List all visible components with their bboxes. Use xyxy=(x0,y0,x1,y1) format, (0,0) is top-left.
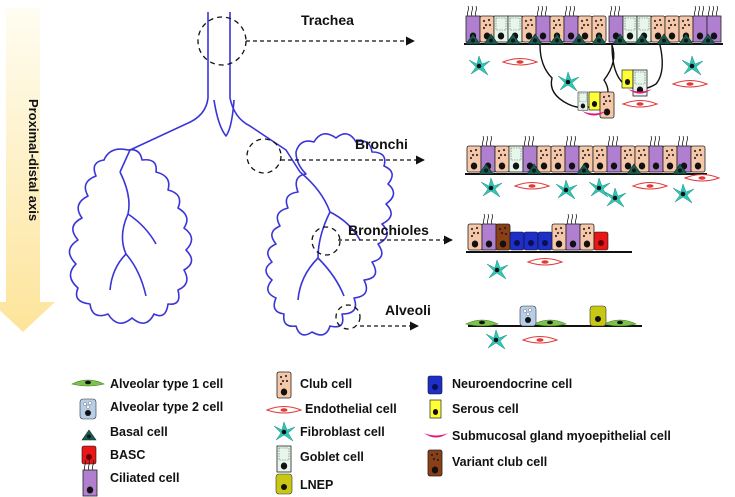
variant-club-cell-icon xyxy=(427,449,443,477)
svg-text:Alveolar type 1 cell: Alveolar type 1 cell xyxy=(110,377,223,391)
svg-text:Goblet cell: Goblet cell xyxy=(300,450,364,464)
axis-label: Proximal-distal axis xyxy=(26,99,41,221)
basal-cell-icon xyxy=(81,429,97,441)
alveoli-zoom-circle xyxy=(335,304,361,330)
goblet-cell-icon xyxy=(276,445,292,473)
legend-item: Club cell xyxy=(276,371,352,399)
legend-item: BASC xyxy=(81,445,145,465)
svg-text:Endothelial cell: Endothelial cell xyxy=(305,402,397,416)
svg-text:Submucosal gland myoepithelial: Submucosal gland myoepithelial cell xyxy=(452,429,671,443)
legend-item: Goblet cell xyxy=(276,445,364,473)
alveoli-label: Alveoli xyxy=(385,302,431,318)
serous-cell-icon xyxy=(429,399,442,419)
svg-text:Club cell: Club cell xyxy=(300,377,352,391)
fibroblast-cell-icon xyxy=(273,421,296,442)
trachea-epithelium xyxy=(464,5,723,119)
zoom-circles xyxy=(197,16,361,330)
svg-text:LNEP: LNEP xyxy=(300,478,333,492)
alveolar-type-2-icon xyxy=(79,398,97,420)
svg-text:Alveolar type 2 cell: Alveolar type 2 cell xyxy=(110,400,223,414)
alveoli-epithelium xyxy=(465,305,642,350)
legend-item: Neuroendocrine cell xyxy=(427,375,572,395)
lung-airway-tree xyxy=(68,12,395,336)
ciliated-cell-icon xyxy=(82,459,98,497)
legend-item: Alveolar type 2 cell xyxy=(79,398,223,420)
proximal-distal-axis-arrow xyxy=(0,8,55,332)
svg-text:Serous cell: Serous cell xyxy=(452,402,519,416)
bronchi-label: Bronchi xyxy=(355,136,408,152)
legend-item: Basal cell xyxy=(81,425,168,441)
myoepithelial-cell-icon xyxy=(424,433,448,438)
legend-item: Ciliated cell xyxy=(82,459,179,497)
legend-item: Variant club cell xyxy=(427,449,547,477)
basc-icon xyxy=(81,445,97,465)
legend-item: Endothelial cell xyxy=(266,402,397,416)
neuroendocrine-cell-icon xyxy=(427,375,443,395)
bronchi-zoom-circle xyxy=(246,138,282,174)
trachea-label: Trachea xyxy=(301,12,354,28)
svg-text:BASC: BASC xyxy=(110,448,145,462)
legend: Alveolar type 1 cell Alveolar type 2 cel… xyxy=(71,371,671,497)
zoom-arrows xyxy=(246,36,453,331)
legend-item: Fibroblast cell xyxy=(273,421,385,442)
legend-item: Submucosal gland myoepithelial cell xyxy=(424,429,671,443)
svg-text:Basal cell: Basal cell xyxy=(110,425,168,439)
club-cell-icon xyxy=(276,371,292,399)
bronchioles-epithelium xyxy=(466,213,632,280)
legend-item: LNEP xyxy=(275,473,333,495)
endothelial-cell-icon xyxy=(266,406,302,414)
legend-item: Serous cell xyxy=(429,399,519,419)
alveolar-type-1-icon xyxy=(71,379,105,387)
bronchi-epithelium xyxy=(465,135,720,208)
lnep-icon xyxy=(275,473,293,495)
bronchioles-label: Bronchioles xyxy=(348,222,429,238)
svg-text:Variant club cell: Variant club cell xyxy=(452,455,547,469)
legend-item: Alveolar type 1 cell xyxy=(71,377,223,391)
svg-text:Fibroblast cell: Fibroblast cell xyxy=(300,425,385,439)
svg-text:Ciliated cell: Ciliated cell xyxy=(110,471,179,485)
svg-text:Neuroendocrine cell: Neuroendocrine cell xyxy=(452,377,572,391)
bronchioles-zoom-circle xyxy=(311,226,341,256)
trachea-zoom-circle xyxy=(197,16,247,66)
